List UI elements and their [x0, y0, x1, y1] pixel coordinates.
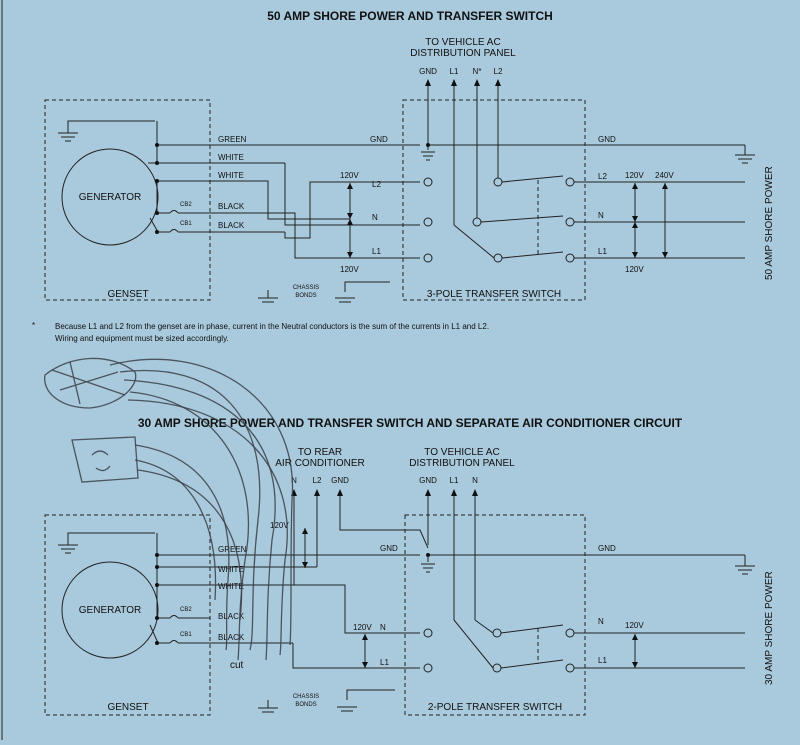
d1-voltage-left-bottom: 120V: [340, 265, 359, 274]
d1-transfer-switch-label: 3-POLE TRANSFER SWITCH: [427, 289, 561, 300]
d2-panel-term-gnd: GND: [419, 476, 437, 485]
d1-genset-ground-icon: [58, 120, 155, 142]
d2-panel-term-n: N: [472, 476, 478, 485]
d1-chassis-grounds-icon: [258, 281, 390, 303]
d1-chassis-label-2: BONDS: [295, 293, 316, 299]
d2-generator: [61, 561, 159, 659]
d1-panel-label-1: TO VEHICLE AC: [425, 37, 500, 48]
d2-voltage-right: 120V: [625, 621, 644, 630]
d2-chassis-label-1: CHASSIS: [293, 694, 319, 700]
d2-wire-black-1: BLACK: [218, 612, 245, 621]
d1-left-l2: L2: [372, 180, 381, 189]
d1-gnd-right: GND: [598, 135, 616, 144]
d2-breaker-cb2: CB2: [180, 607, 192, 613]
diagram1-title: 50 AMP SHORE POWER AND TRANSFER SWITCH: [267, 9, 553, 23]
d1-wire-black-1: BLACK: [218, 202, 245, 211]
d1-voltage-240: 240V: [655, 171, 674, 180]
note-line-1: Because L1 and L2 from the genset are in…: [55, 322, 489, 331]
d1-voltage-left-top: 120V: [340, 171, 359, 180]
d1-left-n: N: [372, 213, 378, 222]
d2-wire-white-2: WHITE: [218, 582, 244, 591]
d2-shore-power-label: 30 AMP SHORE POWER: [764, 571, 775, 685]
d1-wire-black-2: BLACK: [218, 221, 245, 230]
d1-panel-term-n: N*: [473, 67, 482, 76]
d2-genset-wiring: [149, 533, 420, 669]
d1-wire-white-1: WHITE: [218, 153, 244, 162]
d2-generator-label: GENERATOR: [79, 605, 141, 616]
d1-genset-box: [44, 99, 211, 301]
d2-gnd-left: GND: [380, 544, 398, 553]
d2-genset-box: [44, 514, 211, 716]
d2-wire-black-2: BLACK: [218, 633, 245, 642]
d2-ac-label-2: AIR CONDITIONER: [275, 458, 364, 469]
d2-transfer-switch-label: 2-POLE TRANSFER SWITCH: [428, 702, 562, 713]
d1-voltage-right-bottom: 120V: [625, 265, 644, 274]
d2-ac-label-1: TO REAR: [298, 447, 342, 458]
d1-panel-term-l2: L2: [494, 67, 503, 76]
d1-chassis-label-1: CHASSIS: [293, 285, 319, 291]
d1-voltage-right-top: 120V: [625, 171, 644, 180]
d2-voltage-left: 120V: [353, 623, 372, 632]
d2-wire-white-1: WHITE: [218, 565, 244, 574]
d2-genset-label: GENSET: [107, 702, 148, 713]
cut-annotation: cut: [230, 660, 244, 671]
d2-wire-green: GREEN: [218, 545, 247, 554]
d1-voltage-arrows-right: [632, 183, 668, 258]
d2-voltage-arrow-right: [632, 634, 638, 668]
d1-left-l1: L1: [372, 247, 381, 256]
d2-genset-ground-icon: [58, 532, 155, 554]
d2-ac-term-l2: L2: [313, 476, 322, 485]
note-line-2: Wiring and equipment must be sized accor…: [55, 334, 229, 343]
d2-chassis-label-2: BONDS: [295, 702, 316, 708]
d1-shore-power-label: 50 AMP SHORE POWER: [764, 166, 775, 280]
d2-shore-ground-icon: [735, 555, 755, 575]
d1-wire-white-2: WHITE: [218, 171, 244, 180]
d2-ac-voltage: 120V: [270, 521, 289, 530]
d1-generator-label: GENERATOR: [79, 192, 141, 203]
d2-chassis-grounds-icon: [258, 689, 395, 713]
d2-transfer-switch-box: [404, 514, 586, 716]
d2-ac-term-gnd: GND: [331, 476, 349, 485]
note-asterisk: *: [32, 321, 35, 330]
d2-gnd-right: GND: [598, 544, 616, 553]
d2-panel-term-l1: L1: [450, 476, 459, 485]
d1-shore-ground-icon: [735, 145, 755, 164]
d1-panel-term-l1: L1: [450, 67, 459, 76]
d1-genset-to-switch-wires: [210, 163, 420, 259]
d1-wire-green: GREEN: [218, 135, 247, 144]
diagram2-title: 30 AMP SHORE POWER AND TRANSFER SWITCH A…: [138, 416, 683, 430]
d1-switch-contacts: [421, 140, 745, 263]
d1-transfer-switch-box: [402, 99, 586, 301]
d2-switch-contacts: [421, 553, 745, 673]
d2-ac-term-n: N: [291, 476, 297, 485]
d1-right-l1: L1: [598, 247, 607, 256]
d1-breaker-cb1: CB1: [180, 221, 192, 227]
d1-panel-label-2: DISTRIBUTION PANEL: [410, 48, 516, 59]
d2-panel-label-2: DISTRIBUTION PANEL: [409, 458, 515, 469]
d2-right-l1: L1: [598, 656, 607, 665]
d2-left-n: N: [380, 623, 386, 632]
d2-right-n: N: [598, 617, 604, 626]
d2-panel-label-1: TO VEHICLE AC: [424, 447, 499, 458]
d1-generator: [61, 148, 159, 246]
hand-scribble-annotation: [44, 357, 294, 661]
d2-voltage-arrow-left: [362, 634, 368, 668]
d1-breaker-cb2: CB2: [180, 202, 192, 208]
d1-voltage-arrows-left: [347, 183, 353, 258]
d1-panel-term-gnd: GND: [419, 67, 437, 76]
d1-right-n: N: [598, 211, 604, 220]
d1-right-l2: L2: [598, 172, 607, 181]
d2-breaker-cb1: CB1: [180, 632, 192, 638]
d2-left-l1: L1: [380, 658, 389, 667]
d1-panel-arrows: [425, 79, 501, 140]
d1-gnd-left: GND: [370, 135, 388, 144]
d1-genset-label: GENSET: [107, 289, 148, 300]
